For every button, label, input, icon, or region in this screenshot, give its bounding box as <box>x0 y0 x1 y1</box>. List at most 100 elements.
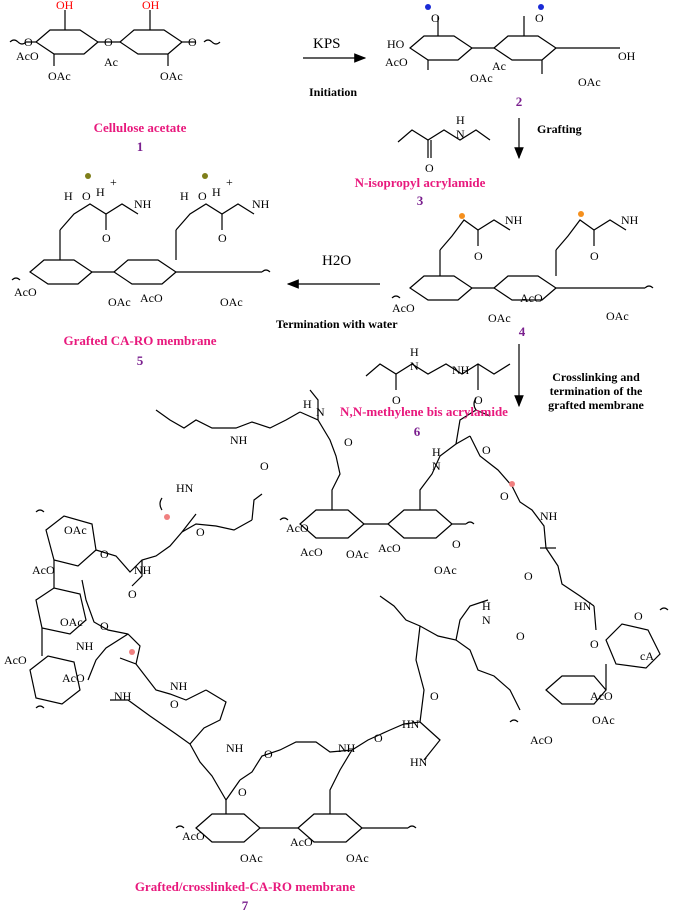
ring-oxygen-label: O <box>452 537 461 551</box>
hydrogen-label: H <box>180 189 189 203</box>
grafted-membrane-structure <box>11 203 271 285</box>
acetoxy-label: AcO <box>32 563 55 577</box>
acetoxy-label: AcO <box>182 829 205 843</box>
radical-dot-icon <box>129 649 135 655</box>
amide-n-label: NH <box>252 197 270 211</box>
compound-3-name: N-isopropyl acrylamide <box>354 175 486 190</box>
carbonyl-oxygen-label: O <box>260 459 269 473</box>
hydroxyl-label: OH <box>56 0 74 12</box>
amide-n-label: NH <box>114 689 132 703</box>
acetoxy-label: cA <box>640 649 654 663</box>
water-formula: H2O <box>322 253 352 269</box>
compound-4-number: 4 <box>518 324 526 339</box>
compound-3-number: 3 <box>416 193 424 208</box>
acetoxy-label: OAc <box>346 547 369 561</box>
acetoxy-label: OAc <box>160 69 183 83</box>
carbonyl-oxygen-label: O <box>102 231 111 245</box>
hydroxyl-label: OH <box>142 0 160 12</box>
acetoxy-label: OAc <box>240 851 263 865</box>
radical-dot-icon <box>459 213 465 219</box>
carbonyl-oxygen-label: O <box>425 161 434 175</box>
acetoxy-label: AcO <box>290 835 313 849</box>
carbonyl-oxygen-label: O <box>474 249 483 263</box>
amide-n-label: HN <box>176 481 194 495</box>
amide-n-label: NH <box>134 197 152 211</box>
amide-n-label: N <box>456 127 465 141</box>
acetoxy-label: OAc <box>578 75 601 89</box>
amide-n-label: HN <box>574 599 592 613</box>
carbonyl-oxygen-label: O <box>218 231 227 245</box>
acetoxy-label: Ac <box>104 55 118 69</box>
amide-n-label: NH <box>540 509 558 523</box>
acetoxy-label: AcO <box>590 689 613 703</box>
hydrogen-label: H <box>64 189 73 203</box>
carbonyl-oxygen-label: O <box>100 619 109 633</box>
carbonyl-oxygen-label: O <box>516 629 525 643</box>
acetoxy-label: OAc <box>592 713 615 727</box>
radical-dot-icon <box>202 173 208 179</box>
water-reagent: H2O <box>322 253 351 270</box>
amide-n-label: NH <box>230 433 248 447</box>
acetoxy-label: AcO <box>530 733 553 747</box>
oxygen-label: O <box>198 189 207 203</box>
compound-6-number: 6 <box>413 424 421 439</box>
acetoxy-label: OAc <box>60 615 83 629</box>
amide-n-label: N <box>316 405 325 419</box>
compound-1-number: 1 <box>136 139 144 154</box>
ring-oxygen-label: O <box>104 35 113 49</box>
radical-dot-icon <box>164 514 170 520</box>
compound-5-name: Grafted CA-RO membrane <box>63 333 217 348</box>
methylene-bis-acrylamide-structure <box>365 363 511 390</box>
acetoxy-label: AcO <box>16 49 39 63</box>
charge-label: + <box>226 175 233 189</box>
acetoxy-label: AcO <box>392 301 415 315</box>
acetoxy-label: OAc <box>434 563 457 577</box>
amide-n-label: NH <box>621 213 639 227</box>
radical-cellulose-structure <box>409 16 620 74</box>
crosslinking-step-line2: termination of the <box>549 384 643 398</box>
radical-dot-icon <box>509 481 515 487</box>
acetoxy-label: AcO <box>62 671 85 685</box>
carbonyl-oxygen-label: O <box>264 747 273 761</box>
radical-dot-icon <box>538 4 544 10</box>
amide-n-label: NH <box>134 563 152 577</box>
amide-n-label: NH <box>226 741 244 755</box>
ring-oxygen-label: O <box>24 35 33 49</box>
oxygen-label: O <box>82 189 91 203</box>
crosslinked-network-structure <box>29 389 669 843</box>
amide-n-label: H <box>456 113 465 127</box>
amide-n-label: H <box>482 599 491 613</box>
compound-1-name: Cellulose acetate <box>93 120 187 135</box>
acetoxy-label: OAc <box>48 69 71 83</box>
carbonyl-oxygen-label: O <box>590 249 599 263</box>
hydrogen-label: H <box>96 185 105 199</box>
hydrogen-label: H <box>212 185 221 199</box>
grafting-step: Grafting <box>537 122 582 136</box>
ring-oxygen-label: O <box>634 609 643 623</box>
acetoxy-label: OAc <box>220 295 243 309</box>
compound-6-name: N,N-methylene bis acrylamide <box>340 404 508 419</box>
acetoxy-label: OAc <box>470 71 493 85</box>
ring-oxygen-label: O <box>100 547 109 561</box>
carbonyl-oxygen-label: O <box>238 785 247 799</box>
acetoxy-label: OAc <box>64 523 87 537</box>
carbonyl-oxygen-label: O <box>482 443 491 457</box>
compound-7-name: Grafted/crosslinked-CA-RO membrane <box>134 879 356 894</box>
hydroxyl-label: OH <box>618 49 636 63</box>
hydroxyl-label: HO <box>387 37 405 51</box>
initiation-step: Initiation <box>309 85 358 99</box>
amide-n-label: NH <box>170 679 188 693</box>
charge-label: + <box>110 175 117 189</box>
kps-reagent: KPS <box>313 36 341 52</box>
carbonyl-oxygen-label: O <box>474 393 483 407</box>
carbonyl-oxygen-label: O <box>128 587 137 601</box>
amide-n-label: H <box>410 345 419 359</box>
amide-n-label: HN <box>402 717 420 731</box>
amide-n-label: N <box>482 613 491 627</box>
n-isopropyl-acrylamide-structure <box>397 129 491 158</box>
acetoxy-label: AcO <box>140 291 163 305</box>
ring-oxygen-label: O <box>188 35 197 49</box>
amide-n-label: NH <box>338 741 356 755</box>
carbonyl-oxygen-label: O <box>500 489 509 503</box>
